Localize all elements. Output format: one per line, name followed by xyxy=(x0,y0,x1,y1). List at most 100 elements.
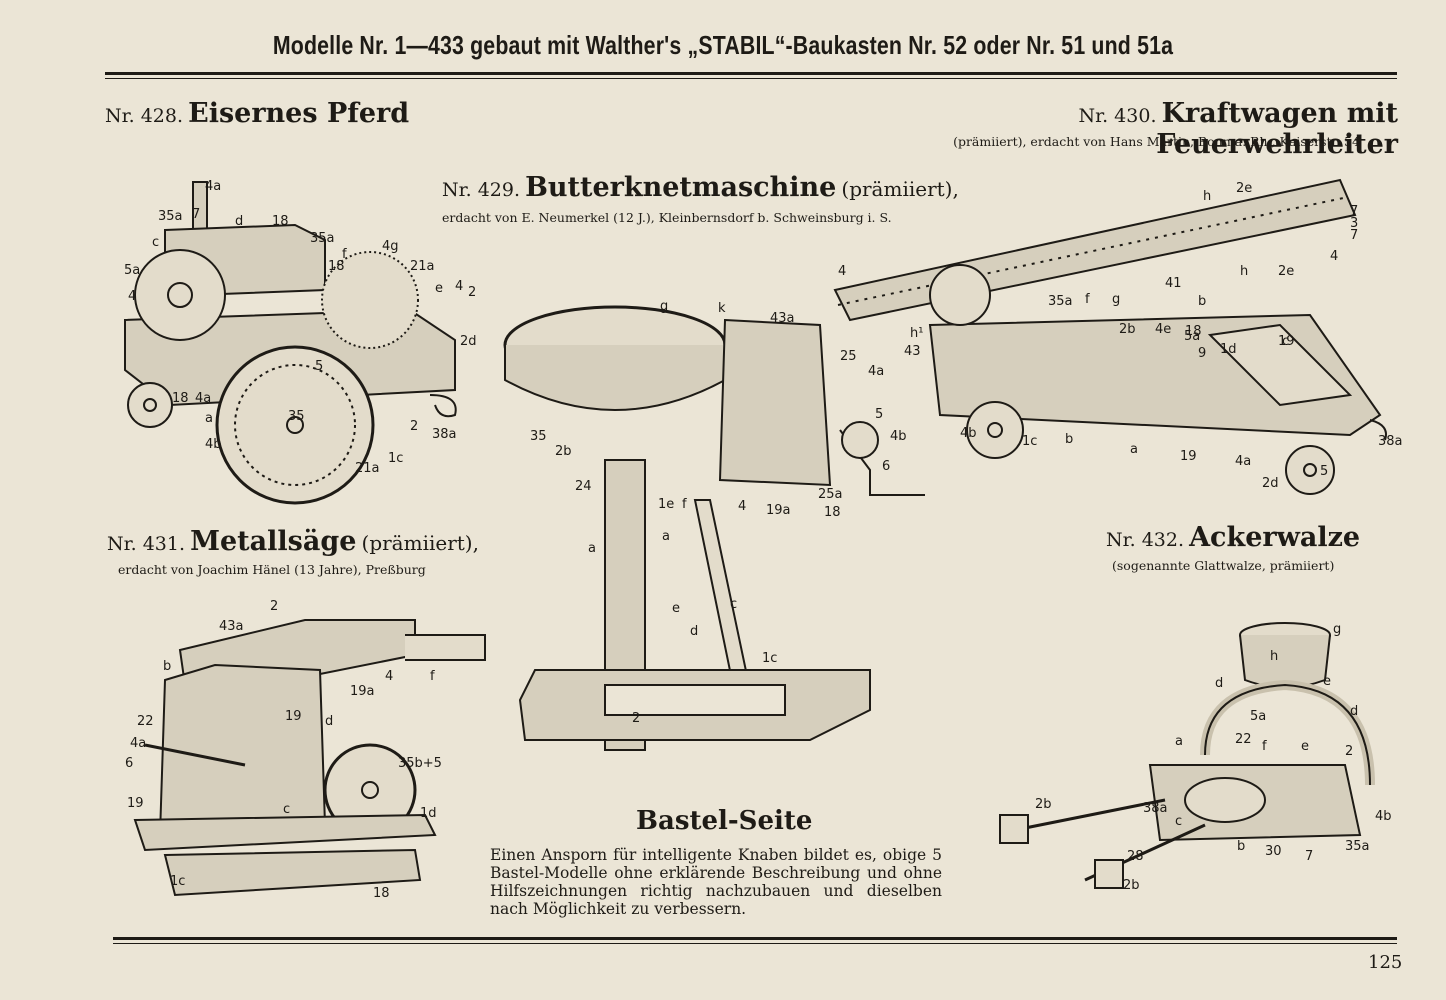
part-label: 2 xyxy=(270,599,278,614)
part-label: 4 xyxy=(385,669,393,684)
part-label: 7 xyxy=(1350,204,1358,219)
header-rule-thin xyxy=(105,78,1397,79)
part-label: f xyxy=(1085,292,1090,307)
part-label: 1c xyxy=(388,451,403,466)
part-label: 28 xyxy=(1127,849,1144,864)
part-label: 6 xyxy=(125,756,133,771)
model-431-heading: Nr. 431. Metallsäge (prämiiert), xyxy=(107,526,479,557)
part-label: 1c xyxy=(170,874,185,889)
model-432-heading: Nr. 432. Ackerwalze xyxy=(1106,522,1360,553)
part-label: 19a xyxy=(350,684,375,699)
part-label: 24 xyxy=(575,479,592,494)
part-label: 22 xyxy=(137,714,154,729)
part-label: 35 xyxy=(288,409,305,424)
part-label: 21a xyxy=(410,259,435,274)
bastel-text: Einen Ansporn für intelligente Knaben bi… xyxy=(490,846,942,918)
part-label: c xyxy=(1282,334,1289,349)
part-label: 9 xyxy=(1198,346,1206,361)
part-label: 4b xyxy=(1375,809,1392,824)
part-label: 2b xyxy=(1123,878,1140,893)
model-suffix: (prämiiert), xyxy=(361,531,479,555)
model-number: Nr. 428. xyxy=(105,105,184,127)
part-label: 1c xyxy=(1022,434,1037,449)
part-label: 43a xyxy=(219,619,244,634)
part-label: 19a xyxy=(766,503,791,518)
part-label: 7 xyxy=(1305,849,1313,864)
part-label: 7 xyxy=(192,207,200,222)
part-label: a xyxy=(662,529,670,544)
part-label: 2 xyxy=(410,419,418,434)
part-label: 2d xyxy=(460,334,477,349)
part-label: 5 xyxy=(315,359,323,374)
part-label: 6 xyxy=(882,459,890,474)
part-label: d xyxy=(1215,676,1223,691)
part-label: 4a xyxy=(205,179,221,194)
part-label: 18 xyxy=(1185,324,1202,339)
part-label: 2 xyxy=(1345,744,1353,759)
model-429-subtitle: erdacht von E. Neumerkel (12 J.), Kleinb… xyxy=(442,210,892,225)
part-label: 5a xyxy=(1250,709,1266,724)
part-label: 3 xyxy=(1350,216,1358,231)
page-header-title: Modelle Nr. 1—433 gebaut mit Walther's „… xyxy=(272,30,1174,60)
part-label: e xyxy=(1301,739,1309,754)
part-label: 1e xyxy=(658,497,674,512)
part-label: 4 xyxy=(738,499,746,514)
part-label: b xyxy=(1237,839,1245,854)
part-label: 18 xyxy=(328,259,345,274)
model-number: Nr. 429. xyxy=(442,179,521,201)
model-432-subtitle: (sogenannte Glattwalze, prämiiert) xyxy=(1112,558,1335,573)
part-label: 18 xyxy=(172,391,189,406)
part-label: 22 xyxy=(1235,732,1252,747)
part-label: 5 xyxy=(1320,464,1328,479)
part-label: 4 xyxy=(1330,249,1338,264)
model-name: Eisernes Pferd xyxy=(188,98,410,129)
part-label: d xyxy=(325,714,333,729)
part-label: 35b+5 xyxy=(398,756,442,771)
part-label: h xyxy=(1270,649,1278,664)
part-label: a xyxy=(588,541,596,556)
part-label: 35a xyxy=(158,209,183,224)
part-label: 2e xyxy=(1278,264,1294,279)
part-label: f xyxy=(1262,739,1267,754)
model-428-heading: Nr. 428. Eisernes Pferd xyxy=(105,98,409,129)
part-label: 41 xyxy=(1165,276,1182,291)
part-label: a xyxy=(1130,442,1138,457)
part-label: c xyxy=(1175,814,1182,829)
model-name: Kraftwagen mit Feuerwehrleiter xyxy=(1156,98,1398,160)
model-431-subtitle: erdacht von Joachim Hänel (13 Jahre), Pr… xyxy=(118,562,426,577)
part-label: 38a xyxy=(1378,434,1403,449)
model-name: Metallsäge xyxy=(190,526,357,557)
part-label: a xyxy=(1175,734,1183,749)
part-label: 19 xyxy=(285,709,302,724)
part-label: 25a xyxy=(818,487,843,502)
part-label: e xyxy=(435,281,443,296)
part-label: d xyxy=(1350,704,1358,719)
part-label: c xyxy=(152,235,159,250)
part-label: a xyxy=(205,411,213,426)
part-label: 2b xyxy=(555,444,572,459)
part-label: 38a xyxy=(432,427,457,442)
part-label: h¹ xyxy=(910,326,923,341)
part-label: 21a xyxy=(355,461,380,476)
part-label: h xyxy=(1203,189,1211,204)
model-number: Nr. 430. xyxy=(1078,105,1157,127)
part-label: 43a xyxy=(770,311,795,326)
part-label: 4 xyxy=(455,279,463,294)
bastel-title: Bastel-Seite xyxy=(636,806,813,836)
model-suffix: (prämiiert), xyxy=(841,177,959,201)
part-label: f xyxy=(342,247,347,262)
part-label: b xyxy=(1198,294,1206,309)
model-429-heading: Nr. 429. Butterknetmaschine (prämiiert), xyxy=(442,172,959,203)
part-label: f xyxy=(430,669,435,684)
part-label: 4a xyxy=(130,736,146,751)
part-label: 4g xyxy=(382,239,399,254)
part-label: 2b xyxy=(1119,322,1136,337)
part-label: 43 xyxy=(904,344,921,359)
part-label: d xyxy=(690,624,698,639)
